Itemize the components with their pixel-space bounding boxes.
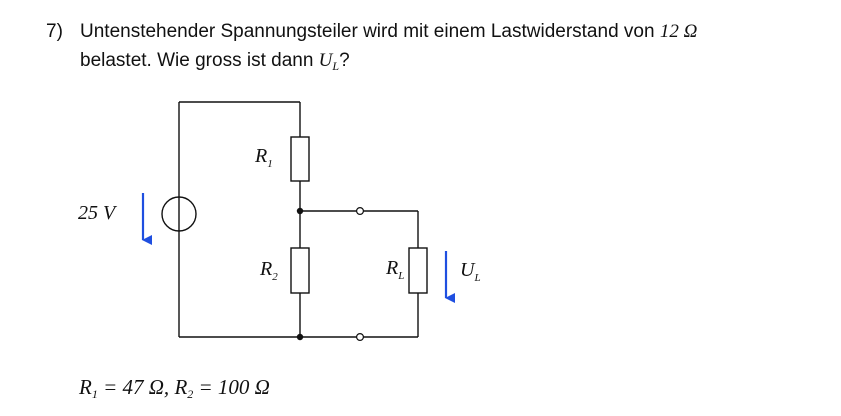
question-voltage-subscript: L [332,59,340,73]
question-mark: ? [339,50,350,71]
r1-resistor [290,136,310,182]
rl-label-subscript: L [397,270,404,282]
question-number: 7) [46,21,63,42]
given-r1-value: = 47 Ω, [97,375,175,399]
given-values: R1 = 47 Ω, R2 = 100 Ω [79,373,270,408]
ul-label-symbol: U [460,259,476,281]
lower-terminal [356,333,365,342]
r1-label-subscript: 1 [267,158,273,170]
given-r2-subscript: 2 [187,387,194,401]
given-r1-symbol: R [79,375,92,399]
r2-label-subscript: 2 [272,271,278,283]
load-resistance-value: 12 Ω [659,21,698,42]
rl-label: RL [385,257,404,282]
rl-label-symbol: R [385,257,398,279]
r1-label: R1 [254,145,273,170]
r2-label-symbol: R [259,258,272,280]
question-text: Untenstehender Spannungsteiler wird mit … [80,17,820,81]
ul-label-subscript: L [473,272,480,284]
lower-junction-node [296,333,304,341]
upper-junction-node [296,207,304,215]
rl-resistor [408,247,428,294]
question-line-one-text: Untenstehender Spannungsteiler wird mit … [80,21,660,42]
upper-terminal [356,207,365,216]
given-r1-subscript: 1 [91,387,98,401]
given-r2-symbol: R [174,375,188,399]
given-r2-value: = 100 Ω [193,375,270,399]
r2-label: R2 [259,258,278,283]
r1-label-symbol: R [254,145,267,167]
question-line-two-text: belastet. Wie gross ist dann [80,50,319,71]
ul-label: UL [460,259,481,284]
question-voltage-symbol: U [318,50,333,71]
source-voltage-label: 25 V [78,202,118,224]
r2-resistor [290,247,310,294]
